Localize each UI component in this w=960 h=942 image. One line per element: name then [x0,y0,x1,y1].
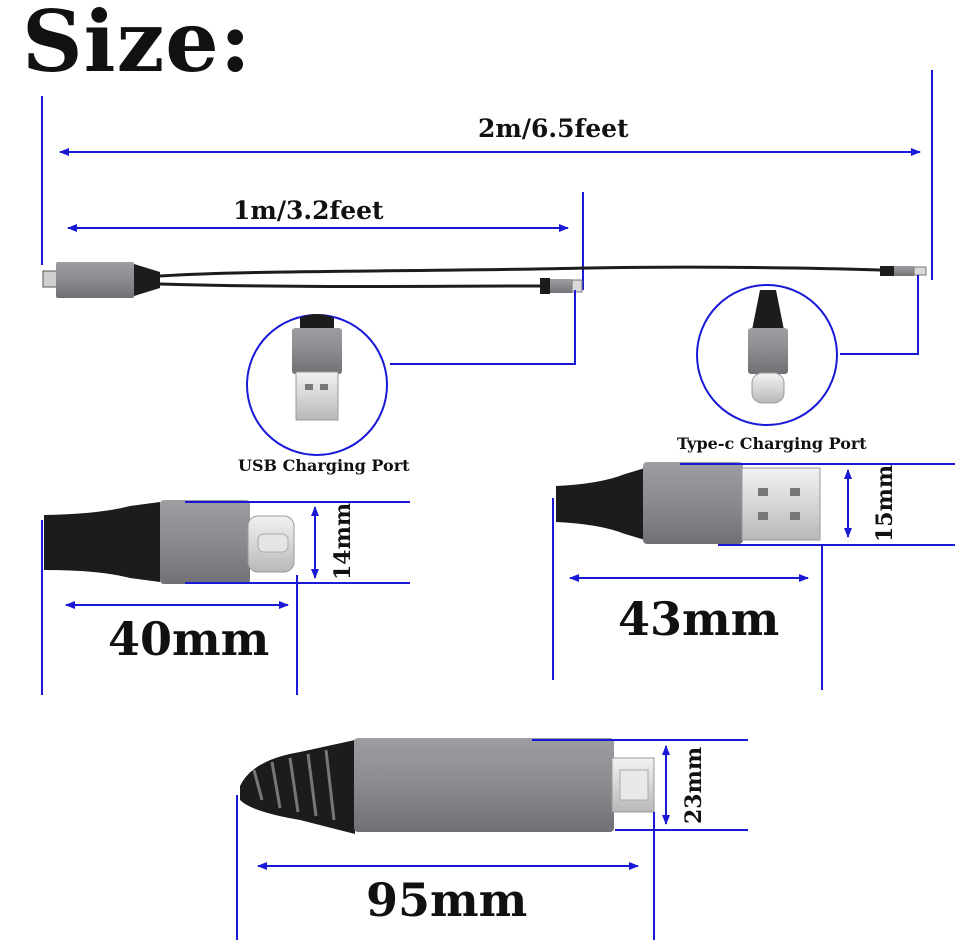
page-title: Size: [22,0,252,91]
usb-connector-shell [292,328,342,374]
typec-port-callout [696,275,919,426]
usb-port-label: USB Charging Port [238,456,410,475]
typec-port-label: Type-c Charging Port [677,434,867,453]
typec-head-diagram [44,500,295,584]
usb-a-head-diagram [556,462,821,544]
usb-port-callout [246,290,576,456]
branch-length-label: 1m/3.2feet [233,196,384,225]
branch-length-dimension [67,192,584,290]
usb-a-head-length-label: 43mm [618,592,780,646]
usb-a-head-width-label: 15mm [872,464,898,542]
typec-head-dimensions [41,501,410,695]
hdmi-head-width-label: 23mm [681,746,707,824]
total-length-dimension [41,70,933,280]
typec-head-length-label: 40mm [108,612,270,666]
cable-assembly [42,262,927,298]
typec-head-width-label: 14mm [330,502,356,580]
hdmi-head-diagram [240,738,655,834]
hdmi-head-dimensions [236,739,748,940]
typec-connector-shell [748,328,788,374]
total-length-label: 2m/6.5feet [478,114,629,143]
hdmi-head-length-label: 95mm [366,873,528,927]
usb-a-head-dimensions [552,463,955,690]
